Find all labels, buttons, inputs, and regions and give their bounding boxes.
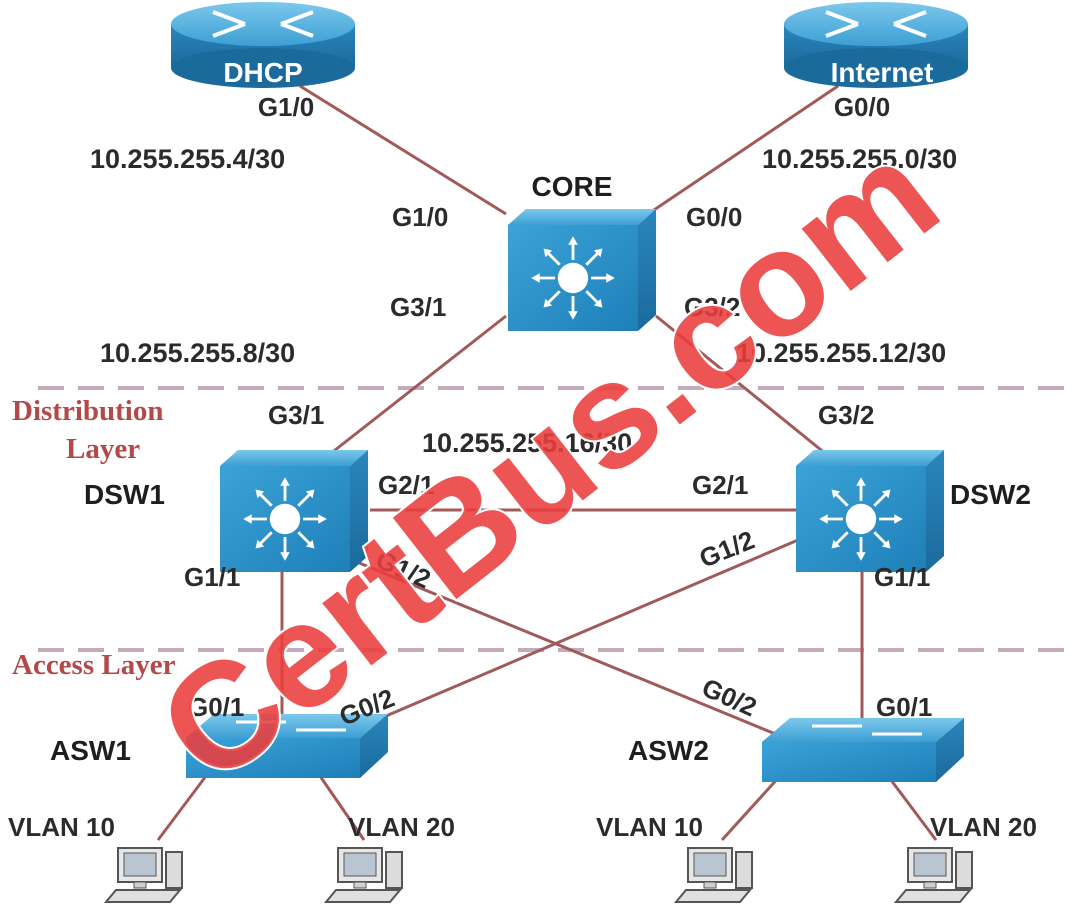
dsw2-port-g12: G1/2 — [695, 525, 759, 574]
asw2-name: ASW2 — [628, 735, 709, 766]
dsw2-switch-icon — [796, 450, 944, 572]
link-internet-core — [647, 84, 839, 216]
asw1-name: ASW1 — [50, 735, 131, 766]
pc-icon-asw2-vlan10 — [675, 847, 753, 903]
pc-icon-asw2-vlan20 — [895, 847, 973, 903]
distribution-layer-label-line2: Layer — [66, 433, 140, 465]
asw1-vlan10-label: VLAN 10 — [8, 812, 115, 842]
access-layer-label: Access Layer — [12, 649, 176, 681]
internet-router-label: Internet — [831, 57, 934, 88]
link-core-dsw1 — [329, 314, 507, 456]
link-dhcp-core — [299, 84, 507, 216]
dsw1-port-g31: G3/1 — [268, 400, 324, 430]
dsw1-port-g11: G1/1 — [184, 562, 240, 592]
core-port-g00: G0/0 — [686, 202, 742, 232]
asw2-vlan10-label: VLAN 10 — [596, 812, 703, 842]
asw2-port-g01: G0/1 — [876, 692, 932, 722]
link-asw1-vlan10 — [156, 775, 208, 841]
pc-icon-asw1-vlan10 — [105, 847, 183, 903]
asw1-vlan20-label: VLAN 20 — [348, 812, 455, 842]
link-core-dsw2 — [655, 314, 827, 456]
dsw2-port-g21: G2/1 — [692, 470, 748, 500]
subnet-internet-core: 10.255.255.0/30 — [762, 144, 957, 174]
dhcp-port-label: G1/0 — [258, 92, 314, 122]
core-port-g10: G1/0 — [392, 202, 448, 232]
core-name: CORE — [532, 171, 613, 202]
dsw2-name: DSW2 — [950, 479, 1031, 510]
link-dsw1-asw2 — [351, 558, 791, 742]
dsw1-name: DSW1 — [84, 479, 165, 510]
subnet-core-dsw2: 10.255.255.12/30 — [736, 338, 946, 368]
core-port-g32: G3/2 — [684, 292, 740, 322]
dsw2-port-g32: G3/2 — [818, 400, 874, 430]
dhcp-router-label: DHCP — [223, 57, 302, 88]
asw2-vlan20-label: VLAN 20 — [930, 812, 1037, 842]
link-dsw2-asw1 — [357, 538, 799, 730]
dsw1-port-g21: G2/1 — [378, 470, 434, 500]
subnet-dsw1-dsw2: 10.255.255.16/30 — [422, 428, 632, 458]
pc-icon-asw1-vlan20 — [325, 847, 403, 903]
dsw2-port-g11: G1/1 — [874, 562, 930, 592]
link-asw2-vlan20 — [886, 775, 938, 841]
link-asw1-vlan20 — [318, 775, 366, 841]
link-asw2-vlan10 — [720, 774, 782, 842]
internet-port-label: G0/0 — [834, 92, 890, 122]
asw2-switch-icon — [760, 716, 966, 784]
subnet-core-dsw1: 10.255.255.8/30 — [100, 338, 295, 368]
links — [156, 84, 938, 842]
core-port-g31: G3/1 — [390, 292, 446, 322]
subnet-dhcp-core: 10.255.255.4/30 — [90, 144, 285, 174]
asw1-port-g01: G0/1 — [188, 692, 244, 722]
distribution-layer-label: Distribution — [12, 395, 163, 427]
